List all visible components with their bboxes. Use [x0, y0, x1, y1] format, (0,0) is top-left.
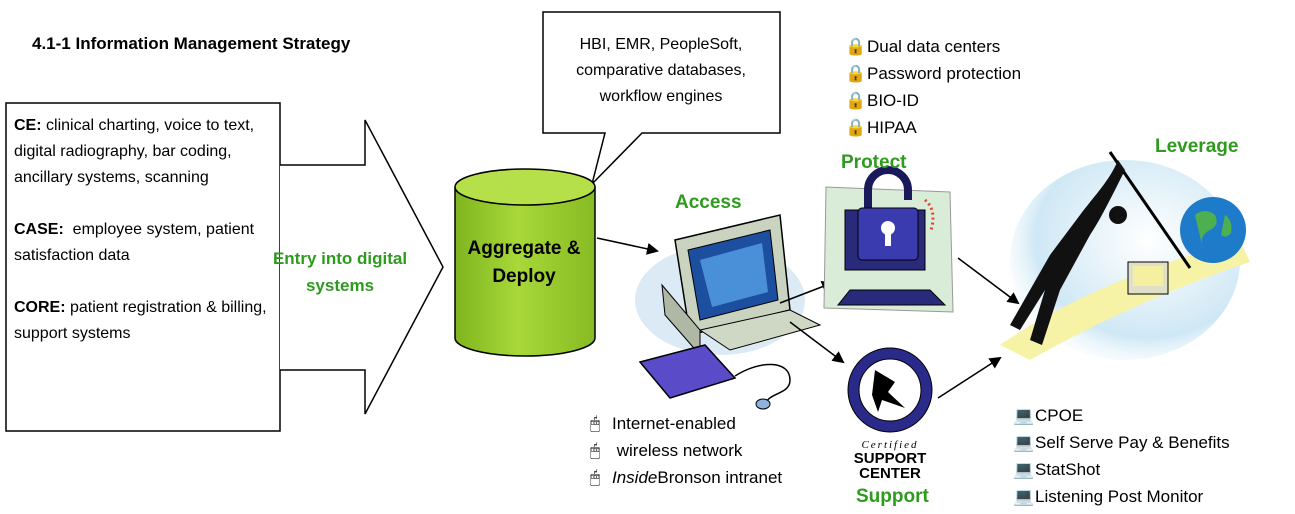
lock-icon: 🔒 [845, 118, 867, 137]
computer-icon: 💻 [1013, 487, 1035, 506]
list-item: 🔒Dual data centers [845, 33, 1021, 60]
leverage-figure-icon [1000, 151, 1250, 360]
arrow-to-access [596, 237, 659, 255]
computer-icon: 💻 [1013, 433, 1035, 452]
ce-text: clinical charting, voice to text, digita… [14, 117, 255, 186]
callout-bubble [542, 11, 781, 187]
computer-icon: 💻 [1013, 460, 1035, 479]
lock-icon: 🔒 [845, 91, 867, 110]
arrow-to-support [789, 321, 845, 364]
source-core: CORE: patient registration & billing, su… [14, 295, 272, 347]
access-label: Access [675, 192, 742, 213]
lock-icon: 🔒 [845, 64, 867, 83]
computer-icon [635, 214, 822, 410]
aggregate-label: Aggregate & Deploy [467, 238, 581, 287]
source-systems-box: CE: clinical charting, voice to text, di… [14, 113, 272, 428]
source-ce: CE: clinical charting, voice to text, di… [14, 113, 272, 191]
lock-icon: 🔒 [845, 37, 867, 56]
list-item: 💻StatShot [1013, 456, 1230, 483]
case-text: employee system, patient satisfaction da… [14, 221, 259, 264]
list-item: 💻Self Serve Pay & Benefits [1013, 429, 1230, 456]
mouse-icon: 🖱 [590, 414, 601, 433]
list-item: 🔒Password protection [845, 60, 1021, 87]
mouse-icon: 🖱 [590, 468, 601, 487]
arrow-to-protect [779, 280, 834, 304]
case-label: CASE: [14, 221, 64, 238]
entry-label: Entry into digital systems [272, 249, 408, 295]
page-title: 4.1-1 Information Management Strategy [32, 34, 351, 53]
list-item: 🖱InsideBronson intranet [590, 464, 782, 491]
support-label: Support [856, 486, 929, 507]
core-text: patient registration & billing, support … [14, 299, 267, 342]
access-list: 🖱Internet-enabled 🖱 wireless network 🖱In… [590, 410, 782, 491]
badge-certified-text: Certified [861, 439, 918, 451]
mouse-icon: 🖱 [590, 441, 601, 460]
list-item: 💻Listening Post Monitor [1013, 483, 1230, 510]
database-cylinder [454, 168, 596, 357]
protect-list: 🔒Dual data centers 🔒Password protection … [845, 33, 1021, 141]
badge-support-text: SUPPORT [854, 450, 927, 467]
computer-icon: 💻 [1013, 406, 1035, 425]
badge-center-text: CENTER [859, 465, 921, 482]
lock-computer-icon [823, 166, 954, 313]
core-label: CORE: [14, 299, 66, 316]
callout-text: HBI, EMR, PeopleSoft, comparative databa… [576, 36, 746, 105]
leverage-list: 💻CPOE 💻Self Serve Pay & Benefits 💻StatSh… [1013, 402, 1230, 510]
list-item: 🔒HIPAA [845, 114, 1021, 141]
support-badge: Certified SUPPORT CENTER [845, 347, 935, 495]
list-item: 💻CPOE [1013, 402, 1230, 429]
source-case: CASE: employee system, patient satisfact… [14, 217, 272, 269]
leverage-label: Leverage [1155, 136, 1239, 157]
list-item: 🖱 wireless network [590, 437, 782, 464]
protect-label: Protect [841, 152, 907, 173]
arrow-protect-to-leverage [957, 257, 1020, 305]
list-item: 🔒BIO-ID [845, 87, 1021, 114]
ce-label: CE: [14, 117, 42, 134]
arrow-support-to-leverage [937, 356, 1002, 399]
list-item: 🖱Internet-enabled [590, 410, 782, 437]
entry-arrow [280, 119, 444, 415]
